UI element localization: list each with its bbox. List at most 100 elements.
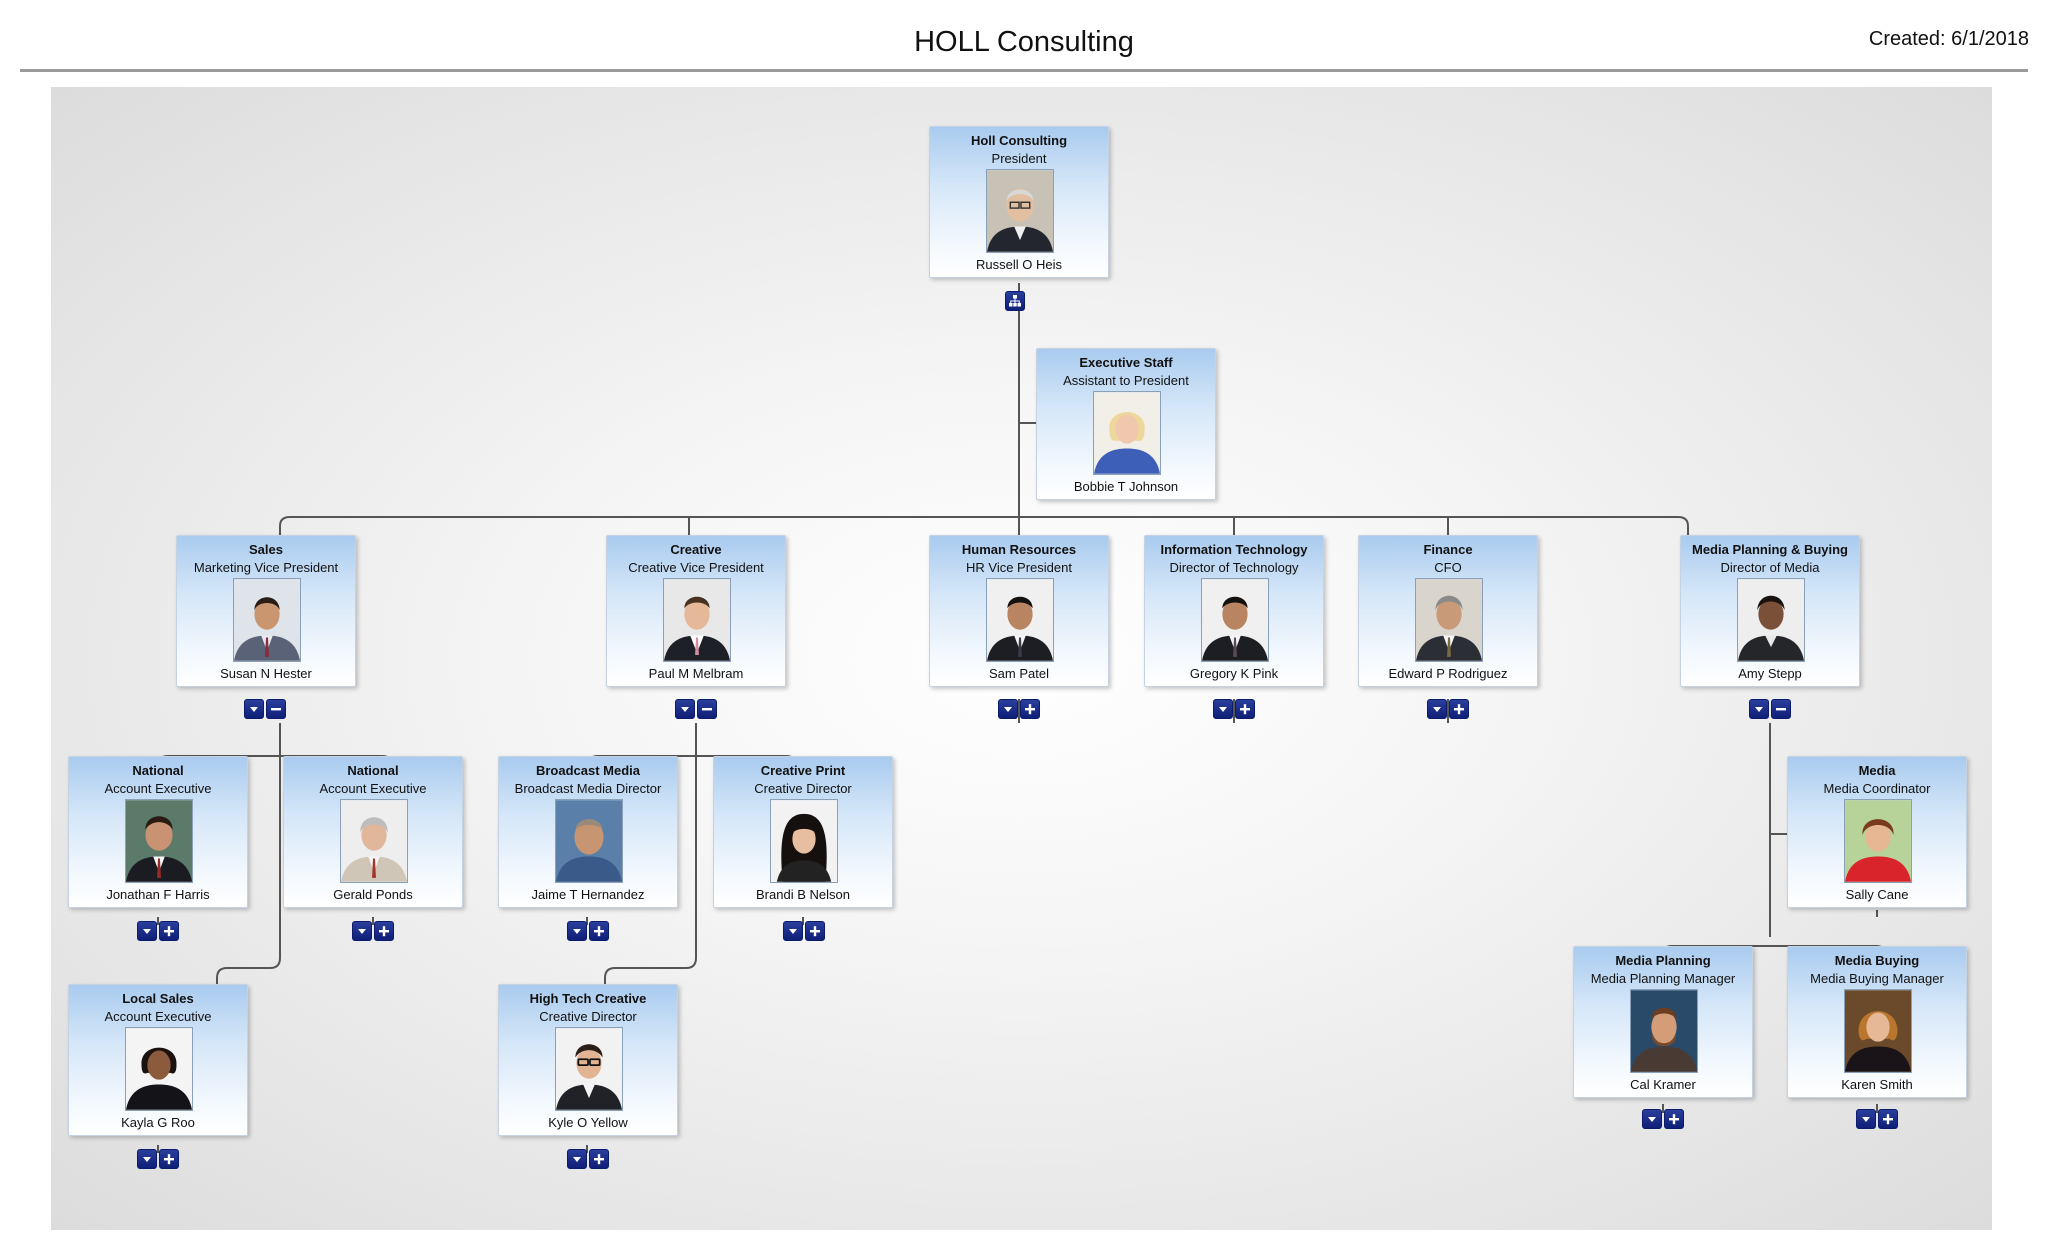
org-card-sales[interactable]: Sales Marketing Vice President Susan N H… [176, 535, 356, 687]
page-title: HOLL Consulting [914, 26, 1134, 58]
chevron-down-icon [1219, 707, 1227, 712]
card-department: Media Planning [1615, 953, 1711, 968]
org-card-human-resources[interactable]: Human Resources HR Vice President Sam Pa… [929, 535, 1109, 687]
expand-menu-button[interactable] [998, 699, 1018, 719]
org-card-president[interactable]: Holl Consulting President Russell O Heis [929, 126, 1109, 278]
expand-button[interactable] [159, 921, 179, 941]
card-person-name: Edward P Rodriguez [1388, 666, 1508, 681]
org-card-national-1[interactable]: National Account Executive Jonathan F Ha… [68, 756, 248, 908]
card-person-name: Brandi B Nelson [756, 887, 850, 902]
expand-menu-button[interactable] [1749, 699, 1769, 719]
expand-button[interactable] [589, 1149, 609, 1169]
hierarchy-toggle-button[interactable] [1005, 291, 1025, 311]
org-card-creative-print[interactable]: Creative Print Creative Director Brandi … [713, 756, 893, 908]
org-card-national-2[interactable]: National Account Executive Gerald Ponds [283, 756, 463, 908]
card-person-name: Sally Cane [1845, 887, 1909, 902]
org-card-creative[interactable]: Creative Creative Vice President Paul M … [606, 535, 786, 687]
person-photo [340, 799, 408, 883]
expand-menu-button[interactable] [244, 699, 264, 719]
expand-button[interactable] [1020, 699, 1040, 719]
org-card-assistant[interactable]: Executive Staff Assistant to President B… [1036, 348, 1216, 500]
plus-icon [1669, 1114, 1679, 1125]
chevron-down-icon [358, 929, 366, 934]
chevron-down-icon [143, 1157, 151, 1162]
card-department: Finance [1423, 542, 1473, 557]
person-photo [1630, 989, 1698, 1073]
created-date: Created: 6/1/2018 [1868, 28, 2029, 50]
card-department: Sales [249, 542, 283, 557]
expand-menu-button[interactable] [1856, 1109, 1876, 1129]
creative-print-controls [783, 921, 825, 943]
expand-menu-button[interactable] [1213, 699, 1233, 719]
hierarchy-icon [1009, 295, 1021, 307]
card-person-name: Kayla G Roo [121, 1115, 195, 1130]
card-title: Assistant to President [1063, 373, 1189, 388]
card-person-name: Susan N Hester [220, 666, 312, 681]
president-controls [1005, 291, 1025, 313]
collapse-button[interactable] [266, 699, 286, 719]
expand-button[interactable] [805, 921, 825, 941]
chevron-down-icon [250, 707, 258, 712]
org-card-high-tech-creative[interactable]: High Tech Creative Creative Director Kyl… [498, 984, 678, 1136]
minus-icon [702, 708, 712, 711]
it-controls [1213, 699, 1255, 721]
media-controls [1749, 699, 1791, 721]
org-card-information-technology[interactable]: Information Technology Director of Techn… [1144, 535, 1324, 687]
card-department: Media Planning & Buying [1691, 542, 1848, 557]
collapse-button[interactable] [1771, 699, 1791, 719]
card-title: President [991, 151, 1047, 166]
card-person-name: Karen Smith [1841, 1077, 1913, 1092]
card-title: Creative Director [539, 1009, 637, 1024]
org-card-media-planning[interactable]: Media Planning Media Planning Manager Ca… [1573, 946, 1753, 1098]
expand-menu-button[interactable] [352, 921, 372, 941]
expand-button[interactable] [1664, 1109, 1684, 1129]
expand-menu-button[interactable] [675, 699, 695, 719]
expand-button[interactable] [1449, 699, 1469, 719]
org-card-broadcast-media[interactable]: Broadcast Media Broadcast Media Director… [498, 756, 678, 908]
expand-button[interactable] [159, 1149, 179, 1169]
card-person-name: Cal Kramer [1630, 1077, 1696, 1092]
card-person-name: Jonathan F Harris [106, 887, 210, 902]
org-card-media[interactable]: Media Media Coordinator Sally Cane [1787, 756, 1967, 908]
card-person-name: Jaime T Hernandez [531, 887, 645, 902]
expand-menu-button[interactable] [137, 921, 157, 941]
card-title: Account Executive [104, 1009, 212, 1024]
org-chart-canvas: Holl Consulting President Russell O Heis… [51, 87, 1992, 1230]
expand-button[interactable] [374, 921, 394, 941]
local-sales-controls [137, 1149, 179, 1171]
expand-menu-button[interactable] [1642, 1109, 1662, 1129]
card-person-name: Gerald Ponds [333, 887, 413, 902]
expand-button[interactable] [1235, 699, 1255, 719]
card-title: Marketing Vice President [193, 560, 339, 575]
expand-menu-button[interactable] [783, 921, 803, 941]
card-department: Holl Consulting [970, 133, 1068, 148]
org-card-finance[interactable]: Finance CFO Edward P Rodriguez [1358, 535, 1538, 687]
card-department: Creative Print [760, 763, 846, 778]
card-person-name: Amy Stepp [1738, 666, 1802, 681]
card-title: HR Vice President [966, 560, 1072, 575]
expand-button[interactable] [589, 921, 609, 941]
org-card-media-planning-buying[interactable]: Media Planning & Buying Director of Medi… [1680, 535, 1860, 687]
person-photo [1415, 578, 1483, 662]
connector-main-bus [279, 516, 1689, 535]
collapse-button[interactable] [697, 699, 717, 719]
expand-menu-button[interactable] [1427, 699, 1447, 719]
person-photo [125, 799, 193, 883]
card-person-name: Russell O Heis [976, 257, 1062, 272]
expand-menu-button[interactable] [567, 1149, 587, 1169]
plus-icon [1454, 704, 1464, 715]
minus-icon [271, 708, 281, 711]
finance-controls [1427, 699, 1469, 721]
org-card-local-sales[interactable]: Local Sales Account Executive Kayla G Ro… [68, 984, 248, 1136]
org-card-media-buying[interactable]: Media Buying Media Buying Manager Karen … [1787, 946, 1967, 1098]
expand-menu-button[interactable] [137, 1149, 157, 1169]
plus-icon [1883, 1114, 1893, 1125]
person-photo [1093, 391, 1161, 475]
chevron-down-icon [681, 707, 689, 712]
person-photo [555, 799, 623, 883]
plus-icon [1240, 704, 1250, 715]
national-1-controls [137, 921, 179, 943]
card-title: Account Executive [104, 781, 212, 796]
expand-button[interactable] [1878, 1109, 1898, 1129]
expand-menu-button[interactable] [567, 921, 587, 941]
